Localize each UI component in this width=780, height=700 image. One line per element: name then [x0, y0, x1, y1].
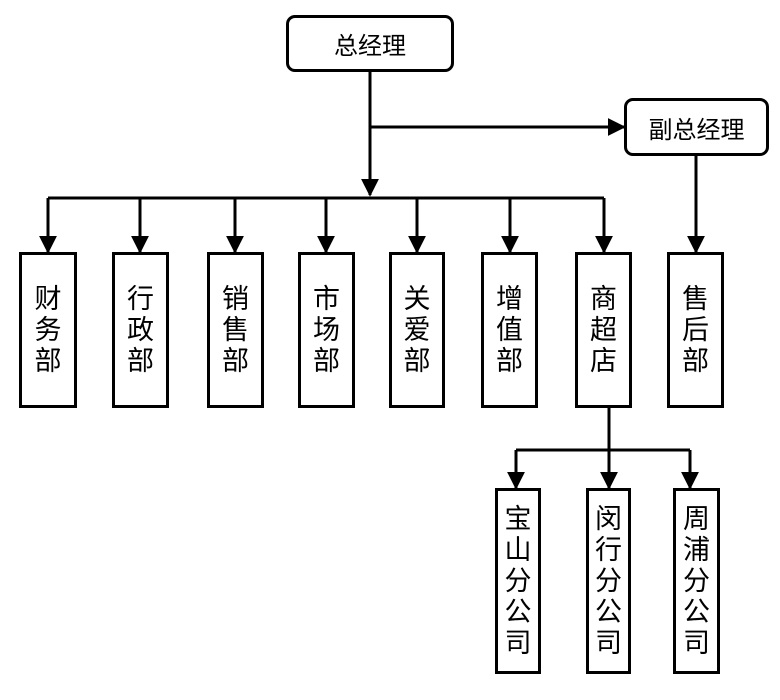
- node-after-sales-dept: 售后部: [667, 252, 724, 408]
- node-after-sales-dept-label: 售后部: [682, 283, 709, 377]
- node-admin-dept: 行政部: [112, 252, 169, 408]
- node-baoshan-branch: 宝山分公司: [495, 488, 541, 674]
- node-minhang-branch-label: 闵行分公司: [595, 503, 622, 659]
- node-admin-dept-label: 行政部: [127, 283, 154, 377]
- node-zhoupu-branch: 周浦分公司: [673, 488, 720, 674]
- node-finance-dept: 财务部: [19, 252, 77, 408]
- node-supermarket-store-label: 商超店: [590, 283, 617, 377]
- node-general-manager: 总经理: [286, 15, 454, 72]
- node-sales-dept: 销售部: [207, 252, 264, 408]
- node-value-added-dept: 增值部: [481, 252, 538, 408]
- node-market-dept: 市场部: [298, 252, 355, 408]
- node-zhoupu-branch-label: 周浦分公司: [683, 503, 710, 659]
- node-care-dept-label: 关爱部: [403, 283, 431, 377]
- node-finance-dept-label: 财务部: [34, 283, 62, 377]
- node-deputy-general-manager-label: 副总经理: [648, 115, 745, 144]
- node-care-dept: 关爱部: [389, 252, 445, 408]
- node-value-added-dept-label: 增值部: [496, 283, 523, 377]
- node-minhang-branch: 闵行分公司: [586, 488, 631, 674]
- node-general-manager-label: 总经理: [334, 32, 406, 60]
- node-sales-dept-label: 销售部: [222, 283, 249, 377]
- node-baoshan-branch-label: 宝山分公司: [504, 503, 532, 659]
- node-market-dept-label: 市场部: [313, 283, 340, 377]
- node-supermarket-store: 商超店: [575, 252, 632, 408]
- node-deputy-general-manager: 副总经理: [624, 98, 769, 156]
